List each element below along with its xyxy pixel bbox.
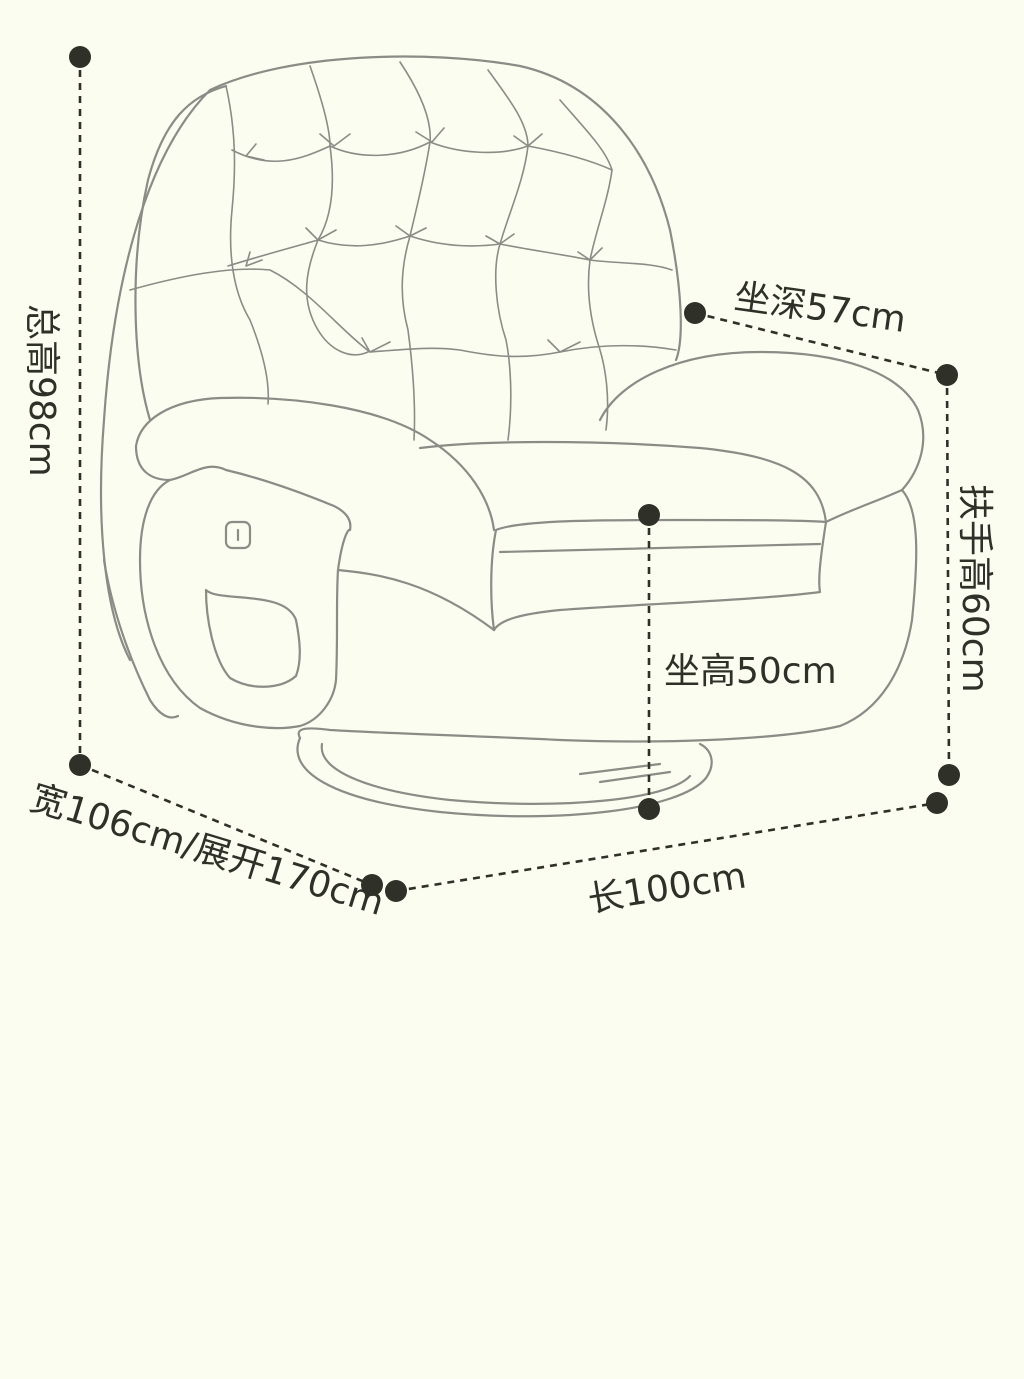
seat-depth-line [694,311,948,377]
seat-cushion-front [490,518,828,632]
dimension-labels: 总高98cm 坐深57cm 扶手高60cm 坐高50cm 宽106cm/展开17… [21,276,995,924]
tuft-col-1 [225,85,270,405]
total-height-label: 总高98cm [21,304,62,477]
tuft-col-3 [399,61,431,441]
seat-cushion-edge [498,542,822,554]
armrest-to-seat-seam [336,568,496,632]
left-armrest-inner-panel [204,588,301,688]
seat-depth-label: 坐深57cm [732,276,909,341]
width-right-dot [361,874,383,896]
swivel-base-inner [320,742,692,805]
total-height-top-dot [69,46,91,68]
tuft-row-3 [129,268,677,358]
armrest-height-line [945,374,951,776]
seat-height-bottom-dot [638,798,660,820]
back-shell-outer [99,55,682,662]
tuft-col-2 [305,65,369,356]
length-right-dot [926,792,948,814]
length-line [395,801,938,893]
armrest-height-bottom-dot [938,764,960,786]
width-label: 宽106cm/展开170cm [25,777,388,924]
seat-depth-left-dot [684,302,706,324]
left-armrest-top-curl [134,444,352,532]
left-armrest-front [138,478,352,730]
swivel-base [296,736,713,818]
length-left-dot [385,880,407,902]
dimension-lines [69,46,960,902]
right-armrest [598,350,925,524]
armrest-height-label: 扶手高60cm [954,484,995,693]
length-label: 长100cm [585,855,749,920]
width-line [79,763,373,887]
back-shell-inner [134,84,228,422]
tuft-row-2 [227,235,673,271]
tuft-col-4 [487,69,529,441]
right-armrest-front [297,488,918,743]
seat-height-label: 坐高50cm [664,651,837,692]
recline-button-icon [224,520,252,550]
tuft-row-1 [231,141,613,171]
tuft-col-5 [559,99,613,431]
seat-cushion-top [418,440,828,632]
base-strut [578,762,672,784]
seat-height-top-dot [638,504,660,526]
tuft-stars [245,127,603,353]
recliner-chair-outline [99,55,925,818]
back-shell-left-side [102,558,180,719]
left-armrest [134,396,496,532]
